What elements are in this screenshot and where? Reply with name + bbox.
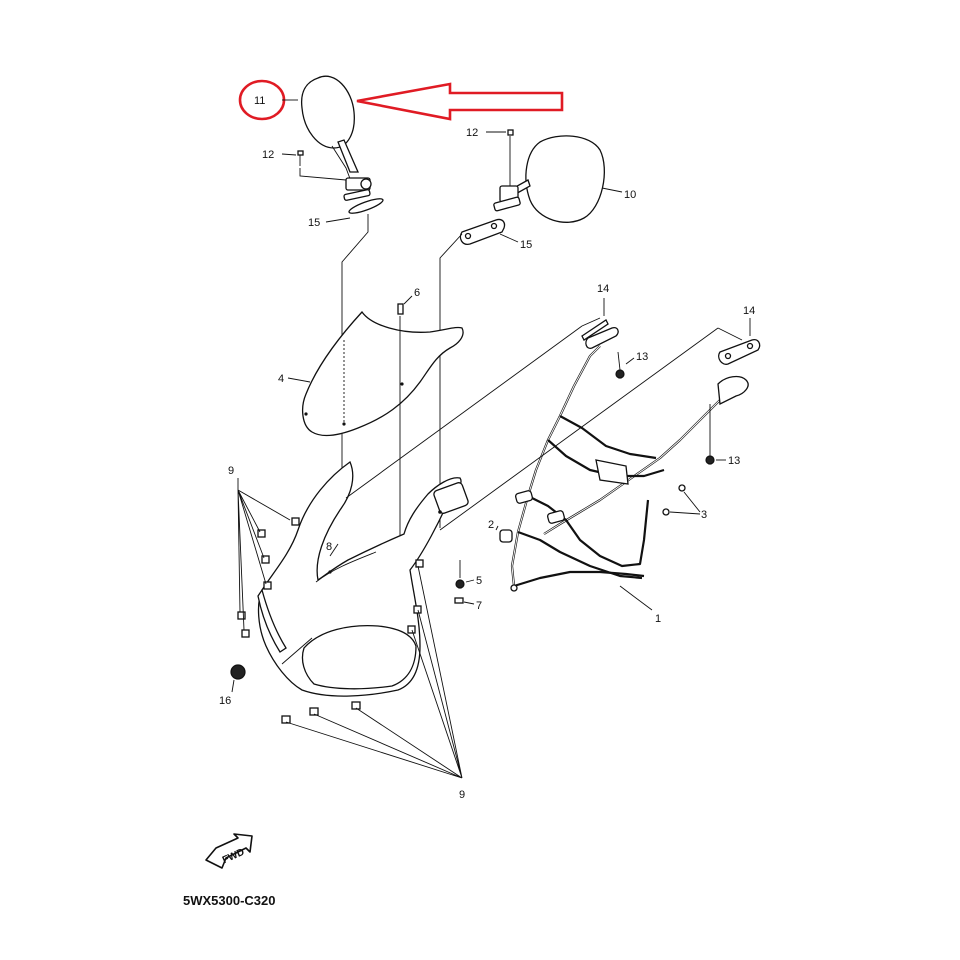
callout-8: 8 [326, 541, 332, 553]
screw-6 [397, 295, 413, 540]
mirror-left [300, 75, 384, 214]
cowling-stay-frame [510, 326, 761, 611]
callout-14-right: 14 [743, 305, 755, 317]
callout-5: 5 [476, 575, 482, 587]
callout-6: 6 [414, 287, 420, 299]
nuts-13 [615, 351, 726, 465]
callout-7: 7 [476, 600, 482, 612]
fasteners-5-7 [454, 560, 475, 605]
windscreen [287, 310, 464, 437]
screw-12-left [281, 150, 347, 181]
diagram-code: 5WX5300-C320 [183, 893, 276, 908]
plates-14 [581, 298, 751, 341]
callout-12-left: 12 [262, 149, 274, 161]
callout-12-right: 12 [466, 127, 478, 139]
callout-9-left: 9 [228, 465, 234, 477]
callout-2: 2 [488, 519, 494, 531]
callout-13-lower: 13 [728, 455, 740, 467]
callout-10: 10 [624, 189, 636, 201]
bolts-3 [662, 484, 701, 516]
callout-9-bottom: 9 [459, 789, 465, 801]
callout-3: 3 [701, 509, 707, 521]
bracket-15-right [459, 218, 519, 245]
callout-1: 1 [655, 613, 661, 625]
callout-14-left: 14 [597, 283, 609, 295]
forward-arrow-icon: FWD [205, 833, 253, 869]
callout-11: 11 [254, 95, 265, 107]
highlight-arrow [356, 82, 564, 121]
callout-13-upper: 13 [636, 351, 648, 363]
grommet-16 [230, 664, 246, 693]
mirror-right [493, 135, 623, 223]
damper-2 [495, 525, 513, 543]
front-cowling [257, 461, 469, 697]
screw-12-right [486, 129, 514, 186]
callout-4: 4 [278, 373, 284, 385]
callout-16: 16 [219, 695, 231, 707]
callout-15-left: 15 [308, 217, 320, 229]
clips-9 [237, 478, 463, 779]
callout-15-right: 15 [520, 239, 532, 251]
